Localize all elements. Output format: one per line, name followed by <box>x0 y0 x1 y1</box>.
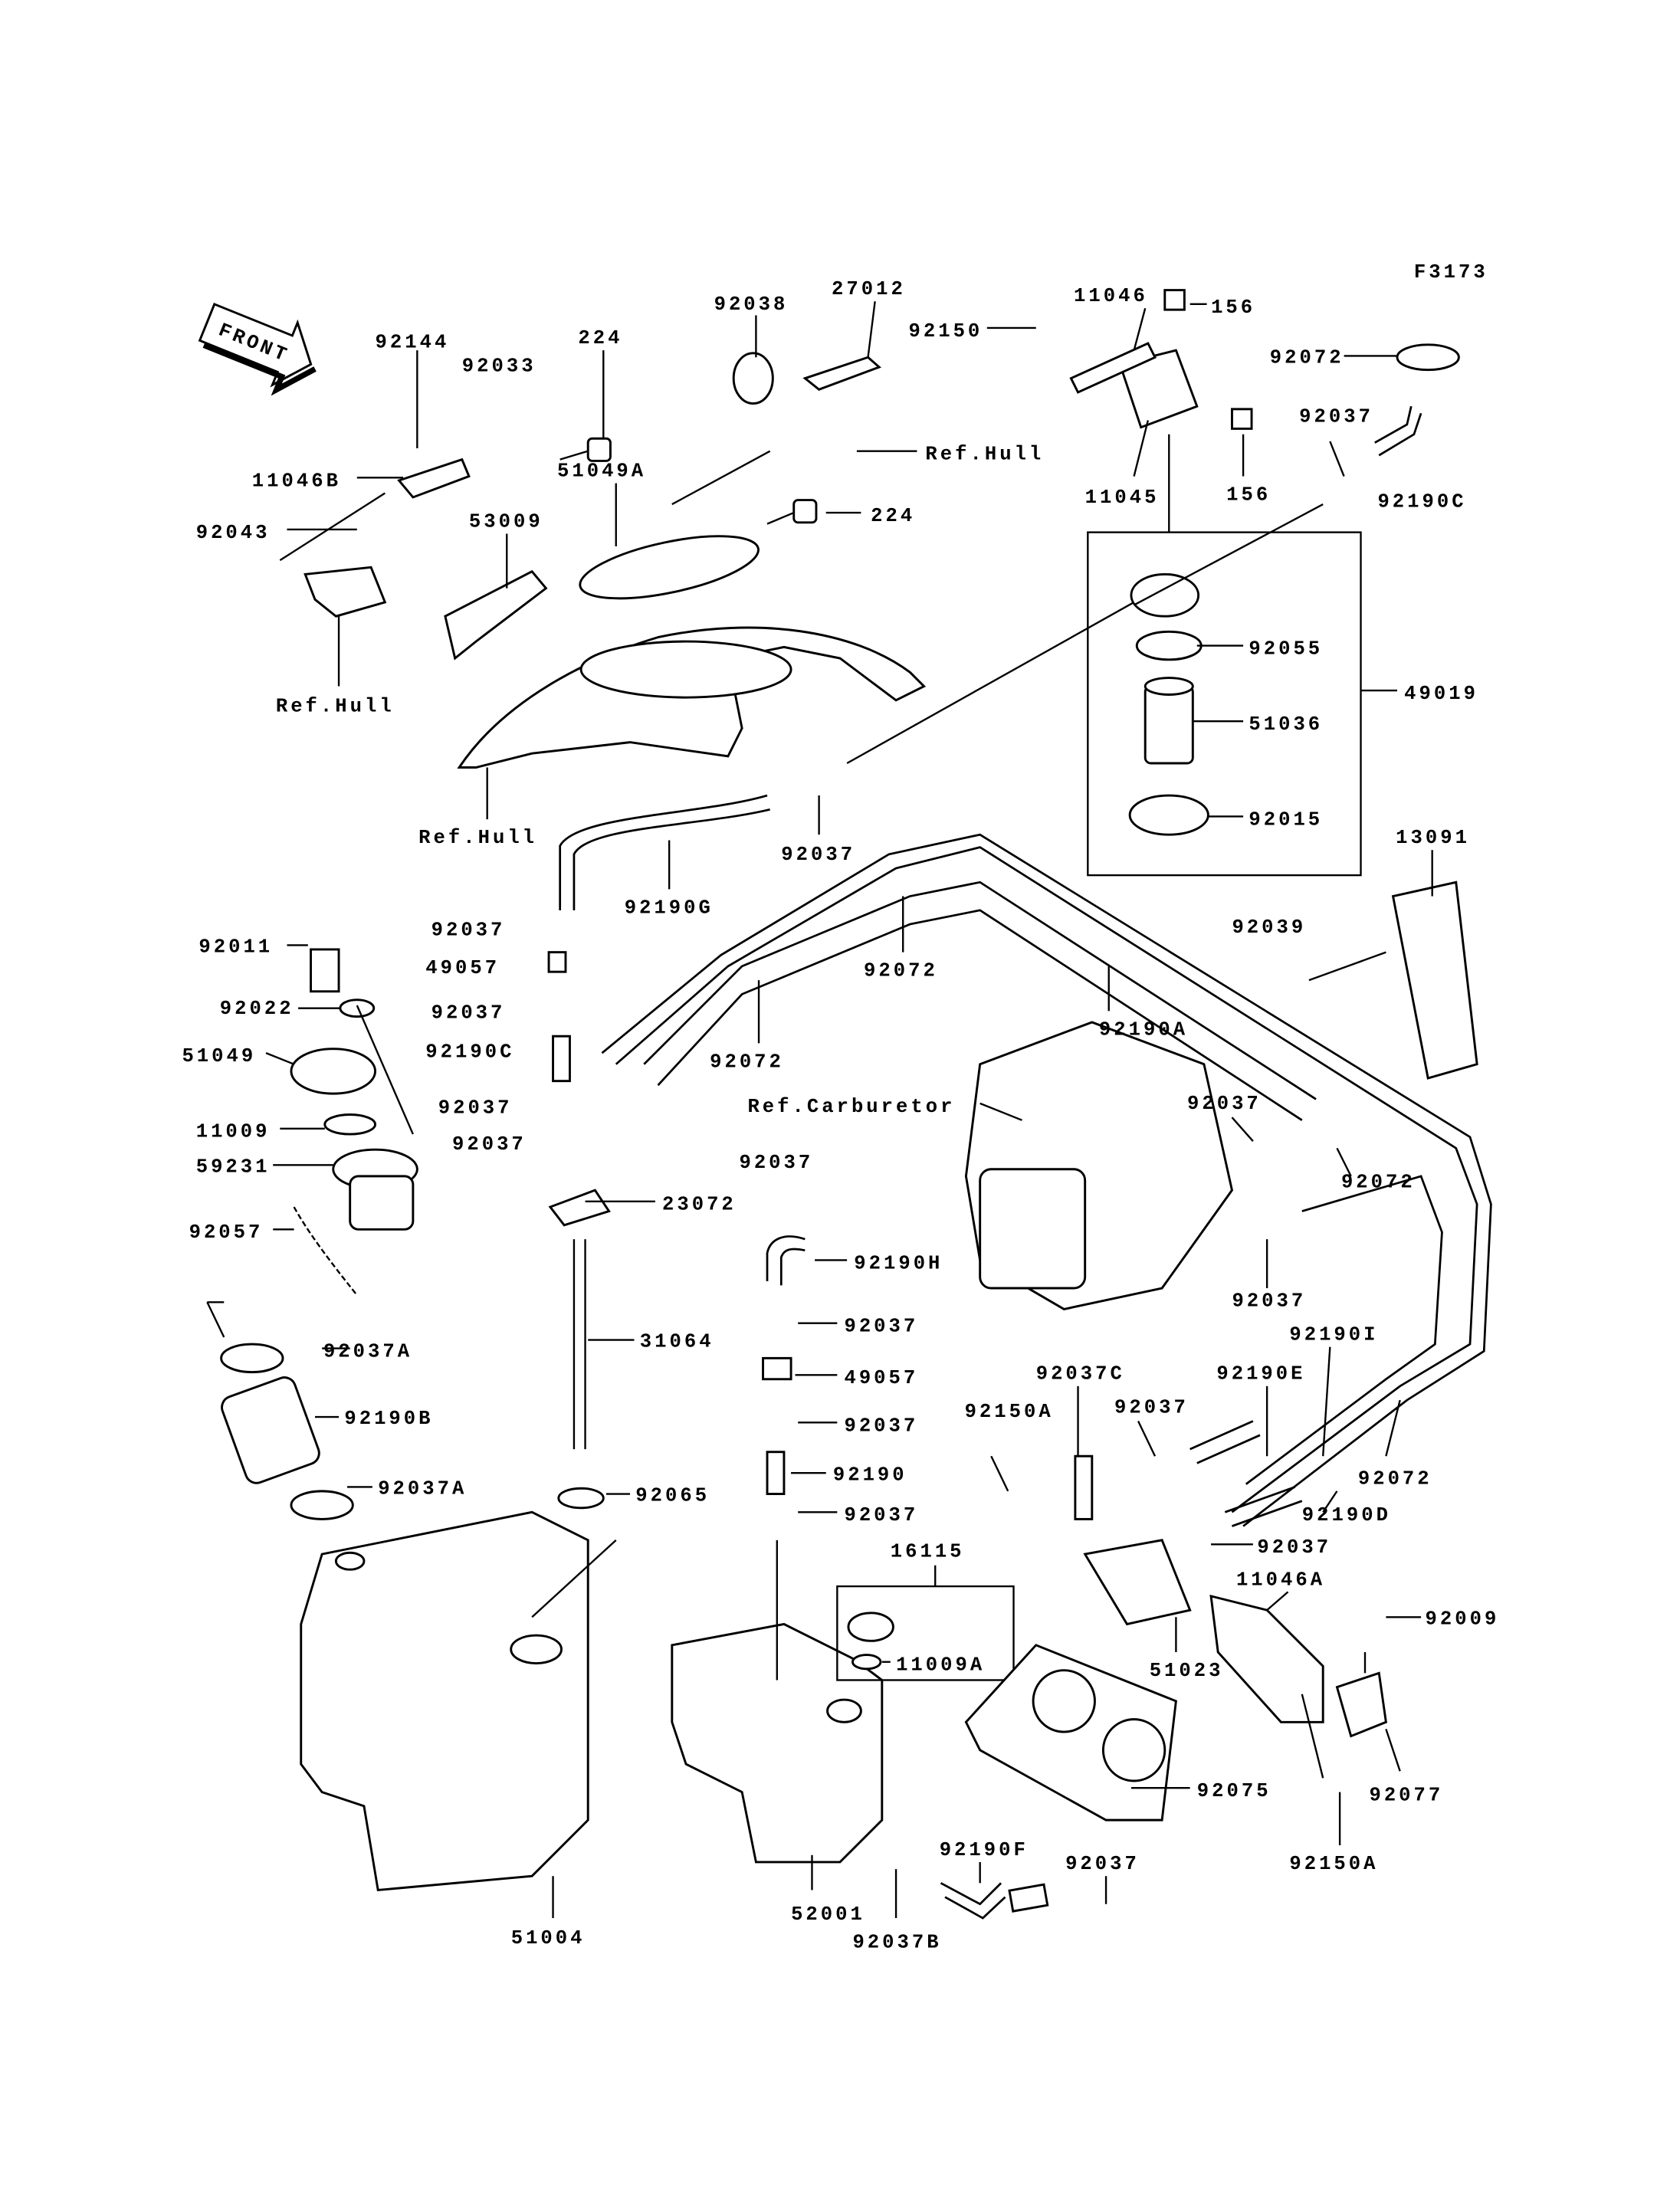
callout: Ref.Hull <box>276 695 395 717</box>
callout: 92043 <box>196 522 271 544</box>
callout: 51023 <box>1150 1660 1224 1682</box>
callout: 92037 <box>438 1097 513 1120</box>
callout: 92190C <box>1377 491 1466 513</box>
callout: 49057 <box>844 1367 918 1389</box>
callout: 52001 <box>791 1904 865 1926</box>
callout: 92037 <box>452 1133 527 1156</box>
callout: 92190C <box>425 1041 514 1064</box>
callout: 92072 <box>1358 1468 1432 1490</box>
callout: 92075 <box>1197 1780 1271 1802</box>
callout: Ref.Hull <box>925 444 1044 466</box>
callout: 92039 <box>1232 917 1306 939</box>
callout-labels: 92144 92033 224 92038 27012 92150 11046 … <box>182 278 1500 1953</box>
callout: 92037 <box>844 1504 918 1526</box>
callout: 92038 <box>714 293 789 316</box>
parts-artwork <box>220 289 1492 1920</box>
callout: 92037 <box>844 1316 918 1338</box>
callout: 92037 <box>1232 1290 1306 1313</box>
callout: 11045 <box>1085 487 1160 509</box>
callout: 92144 <box>376 331 450 353</box>
callout: 11009A <box>896 1654 985 1677</box>
callout: 11009 <box>196 1121 271 1143</box>
callout: 92190B <box>344 1408 433 1430</box>
callout: 92190A <box>1099 1018 1188 1041</box>
callout: 92072 <box>1341 1171 1416 1193</box>
callout: 16115 <box>891 1541 965 1563</box>
callout: 92037 <box>431 920 506 942</box>
callout: 92037 <box>1299 405 1373 428</box>
callout: 92072 <box>864 960 938 982</box>
callout: 92190F <box>940 1839 1029 1861</box>
callout: Ref.Carburetor <box>747 1096 955 1118</box>
callout: 92037 <box>1114 1397 1189 1419</box>
callout: 92190 <box>833 1464 907 1486</box>
callout: 92022 <box>220 998 294 1020</box>
callout: 92055 <box>1249 638 1323 661</box>
callout: 92037 <box>739 1152 813 1174</box>
callout: 59231 <box>196 1156 271 1178</box>
callout: 31064 <box>640 1331 714 1353</box>
callout: 92037A <box>323 1341 412 1363</box>
callout: 92037 <box>1257 1536 1331 1559</box>
callout: 92072 <box>710 1051 784 1073</box>
callout: 27012 <box>832 278 906 300</box>
callout: 23072 <box>662 1194 737 1216</box>
callout: 92190G <box>625 897 714 919</box>
callout: 92037A <box>378 1478 467 1500</box>
callout: 92190I <box>1289 1324 1378 1346</box>
callout: 51036 <box>1249 713 1323 736</box>
callout: 49057 <box>425 957 500 979</box>
callout: 92190H <box>854 1252 943 1274</box>
callout: 92037 <box>844 1415 918 1437</box>
callout: 92037C <box>1036 1363 1125 1385</box>
callout: 92011 <box>199 936 273 959</box>
callout: 92037 <box>1065 1853 1140 1875</box>
callout: 92009 <box>1426 1608 1500 1630</box>
callout: 51004 <box>511 1927 586 1949</box>
callout: 92072 <box>1270 347 1344 369</box>
callout: 92037 <box>1187 1093 1262 1115</box>
callout: 92033 <box>462 356 536 378</box>
callout: 224 <box>871 505 915 527</box>
callout: 53009 <box>469 510 543 533</box>
leader-lines <box>206 301 1433 1919</box>
callout: 11046 <box>1074 285 1148 307</box>
callout: 92190D <box>1302 1504 1391 1526</box>
callout: 51049A <box>557 461 646 483</box>
callout: 92037 <box>431 1002 506 1024</box>
callout: 156 <box>1211 297 1255 319</box>
callout: 92015 <box>1249 808 1323 831</box>
callout: 92037B <box>852 1931 941 1953</box>
front-arrow-icon: FRONT <box>198 303 317 396</box>
callout: 92150A <box>965 1401 1054 1423</box>
callout: 224 <box>578 327 622 349</box>
callout: 92065 <box>635 1485 710 1507</box>
callout: 49019 <box>1404 683 1478 705</box>
callout: 92150 <box>909 320 983 343</box>
callout: 92150A <box>1289 1853 1378 1875</box>
callout: 92190E <box>1216 1363 1305 1385</box>
callout: 11046A <box>1236 1569 1325 1591</box>
callout: 156 <box>1226 484 1271 507</box>
callout: 92057 <box>189 1221 264 1244</box>
diagram-code: F3173 <box>1414 261 1488 284</box>
callout: 51049 <box>182 1045 256 1067</box>
callout: Ref.Hull <box>418 827 537 849</box>
callout: 92077 <box>1369 1785 1443 1807</box>
callout: 92037 <box>781 844 855 866</box>
callout: 13091 <box>1396 827 1470 849</box>
callout: 11046B <box>252 470 341 492</box>
